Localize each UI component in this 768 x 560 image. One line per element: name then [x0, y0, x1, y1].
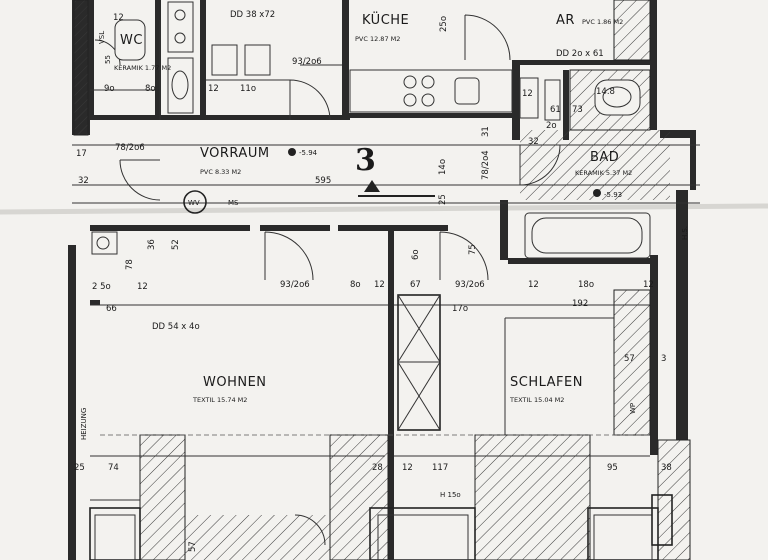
dimension-label: 12	[113, 13, 124, 23]
dimension-label: 28	[372, 463, 383, 473]
dimension-label: 52	[171, 239, 181, 250]
dimension-label: 32	[528, 137, 539, 147]
dimension-label: 17	[76, 149, 87, 159]
dimension-label: 93/2o6	[280, 280, 310, 290]
dimension-label: 11o	[240, 84, 256, 94]
dimension-label: 3	[661, 354, 666, 364]
dimension-label: 8o	[145, 84, 156, 94]
dimension-label: H 15o	[440, 491, 461, 499]
dimension-label: 12	[137, 282, 148, 292]
heizung-label: HEIZUNG	[80, 408, 88, 440]
dimension-label: 9o	[104, 84, 115, 94]
dimension-label: 14o	[438, 159, 448, 175]
level-bad: -5.93	[604, 191, 622, 199]
wv-label: WV	[188, 199, 200, 207]
room-kueche-sub: PVC 12.87 M2	[355, 35, 400, 43]
dimension-label: 78	[125, 259, 135, 270]
walls	[68, 0, 696, 560]
dimension-label: 57	[624, 354, 635, 364]
dimension-label: 12	[402, 463, 413, 473]
dimension-label: 18o	[578, 280, 594, 290]
wardrobe	[397, 294, 441, 431]
dimension-label: 12	[522, 89, 533, 99]
dimension-label: 93/2o6	[455, 280, 485, 290]
dimension-label: 32	[78, 176, 89, 186]
dimension-label: 57	[188, 541, 198, 552]
room-labels: WC KERAMIK 1.77 M2 KÜCHE PVC 12.87 M2 AR…	[114, 11, 632, 404]
level-marker-icon	[288, 148, 296, 156]
dimension-label: 67	[410, 280, 421, 290]
dimension-label: 31	[481, 126, 491, 137]
wp-label: WP	[629, 403, 637, 414]
room-wc-sub: KERAMIK 1.77 M2	[114, 64, 171, 72]
dimension-label: 12	[208, 84, 219, 94]
dimension-label: 73	[572, 105, 583, 115]
hs-label: H.S.	[681, 226, 689, 240]
dimension-label: 595	[315, 176, 331, 186]
dimension-label: 25	[74, 463, 85, 473]
room-kueche-name: KÜCHE	[362, 11, 409, 28]
dimension-label: 2 5o	[92, 282, 111, 292]
dimension-label: 25	[438, 194, 448, 205]
dimension-label: 66	[106, 304, 117, 314]
partitions	[72, 64, 700, 501]
dimension-label: 192	[572, 299, 588, 309]
room-bad-name: BAD	[590, 150, 619, 165]
dimension-label: 95	[607, 463, 618, 473]
room-wohnen-name: WOHNEN	[203, 375, 267, 390]
dimension-label: 25o	[439, 16, 449, 32]
north-arrow-icon	[364, 180, 380, 192]
room-ar-sub: PVC 1.86 M2	[582, 18, 623, 26]
dimension-label: 14.8	[596, 87, 615, 97]
room-schlafen-sub: TEXTIL 15.04 M2	[509, 396, 564, 404]
symbols: WV MS HEIZUNG WP H.S. -5.94 -5.93	[80, 148, 689, 440]
dimension-label: 12	[374, 280, 385, 290]
dimension-label: DD 2o x 61	[556, 49, 604, 59]
dimension-label: 17o	[452, 304, 468, 314]
dimension-label: 75	[468, 244, 478, 255]
dimension-label: 74	[108, 463, 119, 473]
room-ar-name: AR	[556, 13, 575, 28]
dimension-label: 12	[528, 280, 539, 290]
dimension-labels: 12 DD 38 x72 VSL 55 25o DD 2o x 61 9o 8o…	[74, 10, 672, 552]
room-wohnen-sub: TEXTIL 15.74 M2	[192, 396, 247, 404]
dimension-label: 12	[643, 280, 654, 290]
room-schlafen-name: SCHLAFEN	[510, 375, 583, 390]
wv-symbol	[183, 190, 207, 214]
unit-number: 3	[355, 143, 376, 178]
dimension-label: 2o	[546, 121, 557, 131]
dimension-label: 93/2o6	[292, 57, 322, 67]
dimension-label: 78/2o4	[481, 150, 491, 180]
dimension-label: 78/2o6	[115, 143, 145, 153]
dimension-label: DD 54 x 4o	[152, 322, 200, 332]
dimension-label: DD 38 x72	[230, 10, 275, 20]
door-swings	[94, 14, 561, 546]
ms-label: MS	[228, 199, 239, 207]
windows	[89, 494, 673, 560]
room-vorraum-sub: PVC 8.33 M2	[200, 168, 241, 176]
dimension-label: 117	[432, 463, 448, 473]
dimension-label: 8o	[350, 280, 361, 290]
level-marker-icon	[593, 189, 601, 197]
dimension-label: 55	[104, 55, 112, 64]
dimension-label: 61	[550, 105, 561, 115]
room-bad-sub: KERAMIK 5.37 M2	[575, 169, 632, 177]
room-wc-name: WC	[120, 33, 143, 48]
level-vorraum: -5.94	[299, 149, 318, 157]
dimension-label: 6o	[411, 249, 421, 260]
fixtures	[91, 1, 651, 259]
room-vorraum-name: VORRAUM	[200, 146, 270, 161]
dimension-label: VSL	[98, 31, 106, 44]
dimension-label: 36	[147, 239, 157, 250]
dimension-label: 38	[661, 463, 672, 473]
